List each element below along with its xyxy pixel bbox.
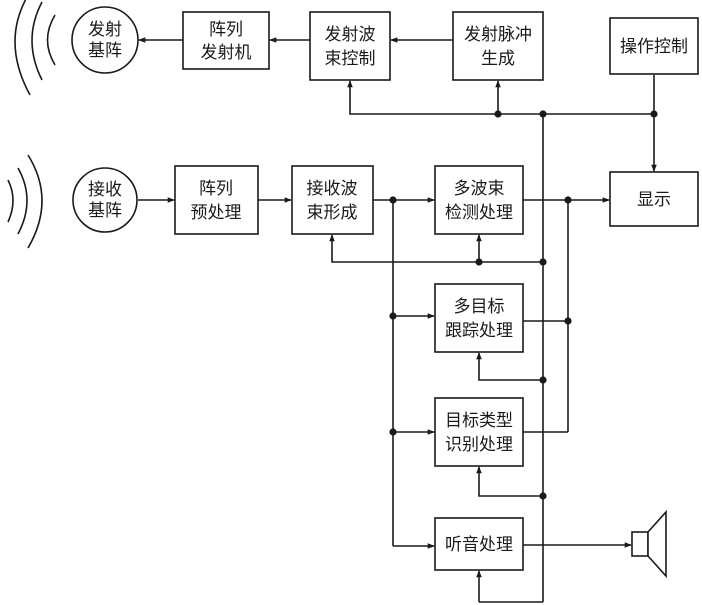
junction-dot: [650, 110, 658, 118]
array-transmitter-block: 阵列 发射机: [182, 11, 270, 70]
link-control-to-track: [476, 352, 543, 381]
junction-dot: [564, 317, 572, 325]
junction-dot: [389, 312, 397, 320]
operation-control-label: 操作控制: [620, 37, 688, 57]
rx-beamform-label-2: 束形成: [307, 203, 358, 223]
target-classify-block: 目标类型 识别处理: [434, 397, 524, 467]
multi-target-track-label-2: 跟踪处理: [445, 321, 513, 341]
multi-target-track-label-1: 多目标: [454, 297, 505, 317]
array-preprocess-block: 阵列 预处理: [174, 165, 259, 235]
tx-array-label-2: 基阵: [88, 41, 122, 61]
multi-beam-detect-block: 多波束 检测处理: [434, 165, 524, 235]
junction-dot: [539, 258, 547, 266]
junction-dot: [475, 258, 483, 266]
rx-beamform-label-1: 接收波: [307, 179, 358, 199]
tx-pulse-gen-label-2: 生成: [481, 49, 515, 69]
tx-beam-control-label-2: 束控制: [325, 49, 376, 69]
audio-process-label: 听音处理: [445, 535, 513, 555]
multi-beam-detect-label-1: 多波束: [454, 179, 505, 199]
transmit-wave-icon: [14, 0, 56, 96]
speaker-icon: [631, 509, 667, 579]
tx-pulse-gen-label-1: 发射脉冲: [464, 25, 532, 45]
link-control-to-beamform: [329, 234, 543, 263]
tx-beam-control-block: 发射波 束控制: [309, 11, 391, 81]
tx-pulse-gen-block: 发射脉冲 生成: [452, 11, 544, 81]
display-block: 显示: [609, 171, 699, 227]
operation-control-block: 操作控制: [609, 17, 699, 75]
target-classify-label-1: 目标类型: [445, 411, 513, 431]
array-transmitter-label-2: 发射机: [201, 43, 252, 63]
junction-dot: [539, 492, 547, 500]
tx-beam-control-label-1: 发射波: [325, 25, 376, 45]
array-preprocess-label-2: 预处理: [191, 203, 242, 223]
junction-dot: [494, 110, 502, 118]
target-classify-label-2: 识别处理: [445, 435, 513, 455]
array-transmitter-label-1: 阵列: [209, 20, 243, 40]
multi-target-track-block: 多目标 跟踪处理: [434, 283, 524, 353]
junction-dot: [539, 376, 547, 384]
display-label: 显示: [637, 190, 671, 210]
link-control-bus-to-beamctrl: [347, 80, 654, 115]
rx-array-label-2: 基阵: [88, 201, 122, 221]
multi-beam-detect-label-2: 检测处理: [445, 203, 513, 223]
rx-array-label-1: 接收: [88, 180, 122, 200]
receive-wave-icon: [7, 154, 43, 249]
tx-array-node: 发射 基阵: [71, 6, 139, 74]
junction-dot: [389, 428, 397, 436]
rx-array-node: 接收 基阵: [72, 167, 138, 233]
array-preprocess-label-1: 阵列: [199, 179, 233, 199]
tx-array-label-1: 发射: [88, 20, 122, 40]
link-control-to-classify: [476, 466, 543, 497]
audio-process-block: 听音处理: [434, 517, 524, 571]
rx-beamform-block: 接收波 束形成: [291, 165, 374, 235]
